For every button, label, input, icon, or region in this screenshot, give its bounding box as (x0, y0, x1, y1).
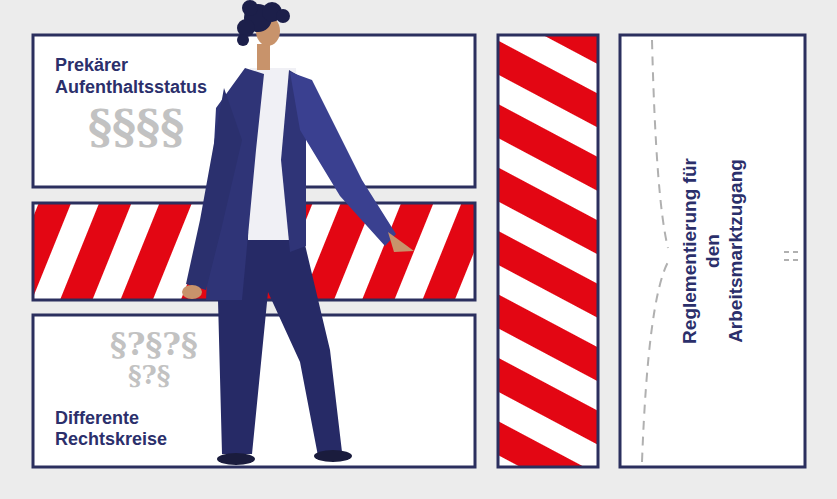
dashed-mark (784, 252, 798, 260)
paragraph-symbols: §§§§ (88, 104, 184, 150)
dashed-curve (652, 40, 668, 248)
text-panel: Reglementierung für den Arbeitsmarktzuga… (622, 37, 803, 465)
panel (620, 35, 805, 467)
panel-heading: Reglementierung für den Arbeitsmarktzuga… (678, 151, 746, 351)
barrier-post (498, 35, 598, 467)
paragraph-symbols: §?§ (128, 362, 170, 388)
dashed-curve (642, 262, 668, 462)
panel-heading: Prekärer Aufenthaltsstatus (55, 55, 207, 98)
paragraph-symbols: §?§?§ (110, 328, 198, 360)
panel-heading: Differente Rechtskreise (55, 408, 167, 451)
text-panel: Differente Rechtskreise (35, 317, 473, 465)
